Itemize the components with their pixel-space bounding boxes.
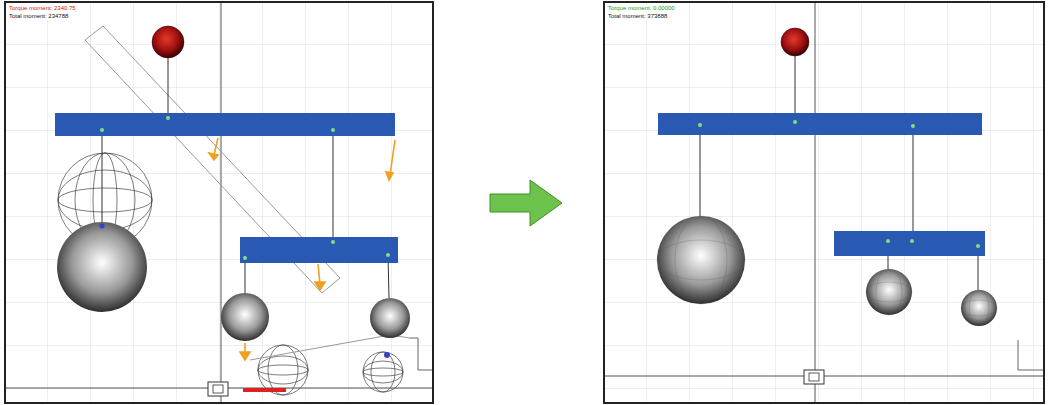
status-text: Total moment: 234788	[8, 13, 69, 20]
status-text: Total moment: 373888	[607, 13, 668, 20]
left-panel	[5, 2, 433, 403]
right-panel	[604, 2, 1044, 403]
status-text: Torque moment: 0.00000	[607, 5, 676, 12]
status-text: Torque moment: 2340.75	[8, 5, 77, 12]
